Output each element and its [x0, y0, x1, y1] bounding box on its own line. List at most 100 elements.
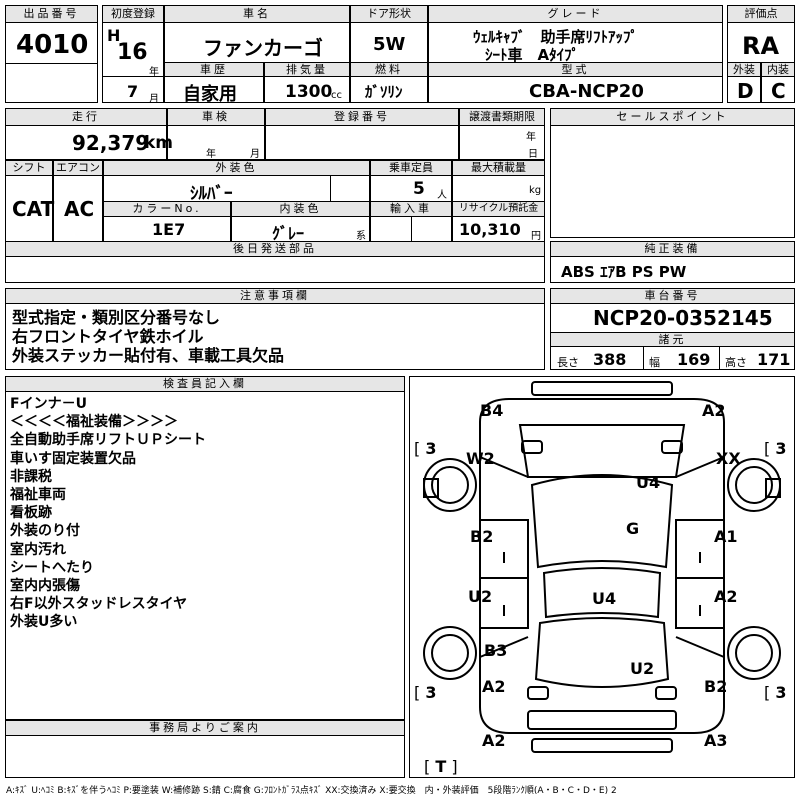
inspector-line: Fインナ－U	[10, 396, 87, 412]
later-parts-label: 後日発送部品	[6, 242, 544, 257]
inspector-line: シートへたり	[10, 559, 94, 576]
int-color-label: 内装色	[232, 202, 369, 217]
inspector-line: 室内内張傷	[10, 578, 80, 594]
inspector-line: 非課税	[10, 468, 52, 485]
score: RA	[742, 32, 780, 60]
dims-label: 諸元	[551, 332, 794, 347]
score-label: 評価点	[728, 6, 794, 23]
mileage: 92,379	[72, 131, 150, 155]
chassis-label: 車台番号	[551, 289, 794, 304]
inspector-label: 検査員記入欄	[6, 377, 404, 392]
genuine-box: 純正装備 ABS ｴｱB PS PW	[550, 241, 795, 283]
displacement-label: 排気量	[265, 63, 349, 77]
displacement-box: 排気量 1300 cc	[264, 62, 350, 103]
ext-grade-box: 外装 D	[727, 62, 761, 103]
name-box: 車名 ファンカーゴ	[164, 5, 350, 63]
inspector-box: 検査員記入欄 Fインナ－U ＜＜＜＜福祉装備＞＞＞＞全自動助手席リフトＵＰシート車…	[5, 376, 405, 720]
int-color: ｸﾞﾚｰ	[272, 224, 305, 243]
door-type: 5W	[373, 34, 406, 55]
recycle-label: リサイクル預託金	[453, 202, 544, 217]
inspector-line: 全自動助手席リフトＵＰシート	[10, 432, 206, 449]
inspector-line: 福祉車両	[10, 487, 66, 503]
name-label: 車名	[165, 6, 349, 23]
ext-label: 外装	[728, 63, 760, 77]
color-no: 1E7	[152, 220, 186, 239]
grade-label: グレード	[429, 6, 722, 23]
chassis-number: NCP20-0352145	[593, 306, 773, 330]
width: 169	[677, 350, 711, 369]
caution-label: 注意事項欄	[6, 289, 544, 304]
lot-box: 出品番号 4010	[5, 5, 98, 103]
ext-grade: D	[737, 79, 754, 103]
door-box: ドア形状 5W	[350, 5, 428, 63]
later-parts-box: 後日発送部品	[5, 241, 545, 283]
load-box: 最大積載量 kg	[452, 160, 545, 202]
height: 171	[757, 350, 791, 369]
model-box: 型式 CBA-NCP20	[428, 62, 723, 103]
fuel: ｶﾞｿﾘﾝ	[365, 83, 403, 101]
tire-fr: [ 3	[764, 439, 787, 458]
grade-line2: ｼｰﾄ車 Aﾀｲﾌﾟ	[485, 46, 580, 64]
reg-year: 16	[117, 40, 148, 65]
mileage-box: 走行 92,379 km	[5, 108, 173, 160]
ac-box: エアコン AC	[53, 160, 103, 242]
mileage-label: 走行	[6, 109, 166, 126]
month-unit: 月	[149, 94, 159, 105]
tire-rl: [ 3	[414, 683, 437, 702]
grade-box: グレード ｳｪﾙｷｬﾌﾞ 助手席ﾘﾌﾄｱｯﾌﾟ ｼｰﾄ車 Aﾀｲﾌﾟ	[428, 5, 723, 64]
capacity-box: 乗車定員 5 人	[370, 160, 452, 202]
int-grade-box: 内装 C	[761, 62, 795, 103]
ext-color: ｼﾙﾊﾞｰ	[190, 184, 233, 204]
tire-rr: [ 3	[764, 683, 787, 702]
model-code: CBA-NCP20	[529, 81, 644, 102]
color-label: 外装色	[104, 161, 369, 176]
reg-month: 7	[127, 82, 139, 101]
chassis-box: 車台番号 NCP20-0352145 諸元 長さ 388 幅 169 高さ 17…	[550, 288, 795, 370]
inspector-line: ＜＜＜＜福祉装備＞＞＞＞	[10, 414, 178, 431]
lot-label: 出品番号	[6, 6, 97, 23]
displacement-unit: cc	[331, 90, 342, 101]
office-label: 事務局よりご案内	[6, 721, 404, 736]
caution-box: 注意事項欄 型式指定・類別区分番号なし 右フロントタイヤ鉄ホイル 外装ステッカー…	[5, 288, 545, 370]
inspection-box: 車検 年 月	[167, 108, 265, 160]
genuine-equipment: ABS ｴｱB PS PW	[561, 263, 687, 281]
sales-point-box: セールスポイント	[550, 108, 795, 238]
model-label: 型式	[429, 63, 722, 77]
first-reg-box: 初度登録 H 16 年 7 月	[102, 5, 164, 105]
ac: AC	[64, 197, 95, 221]
displacement: 1300	[285, 82, 333, 102]
import-box: 輸入車	[370, 201, 452, 242]
int-grade: C	[771, 79, 786, 103]
year-unit: 年	[149, 67, 159, 78]
import-label: 輸入車	[371, 202, 451, 217]
load-label: 最大積載量	[453, 161, 544, 176]
door-label: ドア形状	[351, 6, 427, 23]
inspector-line: 車いす固定装置欠品	[10, 450, 136, 467]
inspection-label: 車検	[168, 109, 264, 126]
ac-label: エアコン	[54, 161, 102, 176]
sales-label: セールスポイント	[551, 109, 794, 126]
mileage-unit: km	[144, 133, 174, 153]
legend: A:ｷｽﾞ U:ﾍｺﾐ B:ｷｽﾞを伴うﾍｺﾐ P:要塗装 W:補修跡 S:錆 …	[6, 786, 617, 796]
reg-no-label: 登録番号	[266, 109, 458, 126]
color-box: 外装色 ｼﾙﾊﾞｰ	[103, 160, 370, 204]
history-box: 車歴 自家用	[164, 62, 264, 105]
trunk-mark: [ T ]	[424, 757, 458, 776]
history-label: 車歴	[165, 63, 263, 77]
caution-line-1: 型式指定・類別区分番号なし	[12, 308, 221, 327]
grade-line1: ｳｪﾙｷｬﾌﾞ 助手席ﾘﾌﾄｱｯﾌﾟ	[473, 28, 639, 46]
int-color-box: 内装色 ｸﾞﾚｰ 系	[231, 201, 370, 243]
damage-diagram: B4 A2 W2 XX U4 G B2 A1 U2 U4 A2 B3 U2 A2…	[409, 376, 795, 778]
caution-line-3: 外装ステッカー貼付有、車載工具欠品	[12, 346, 285, 365]
score-box: 評価点 RA	[727, 5, 795, 63]
recycle-box: リサイクル預託金 10,310 円	[452, 201, 545, 242]
recycle: 10,310	[459, 220, 521, 239]
transfer-label: 譲渡書類期限	[460, 109, 544, 126]
lot-number: 4010	[16, 30, 89, 60]
color-no-box: カラーNo. 1E7	[103, 201, 231, 242]
history: 自家用	[183, 84, 237, 105]
caution-line-2: 右フロントタイヤ鉄ホイル	[12, 327, 204, 346]
tire-fl: [ 3	[414, 439, 437, 458]
shift: CAT	[12, 197, 55, 221]
genuine-label: 純正装備	[551, 242, 794, 257]
